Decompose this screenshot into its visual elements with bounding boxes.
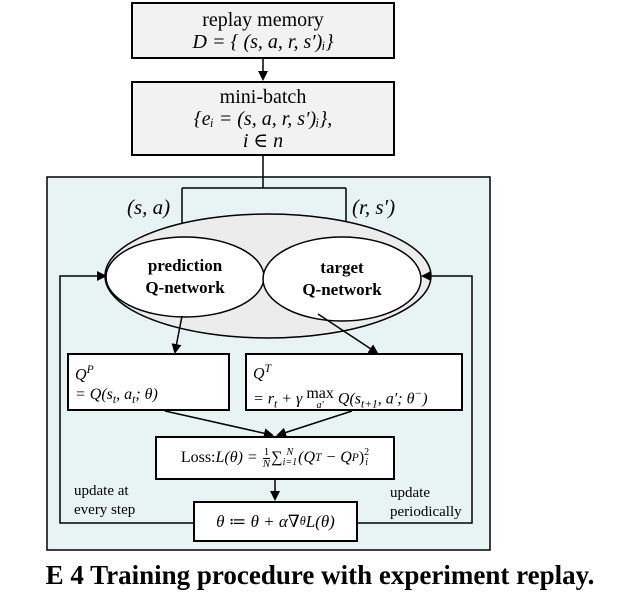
figure-caption: E 4 Training procedure with experiment r… (45, 559, 595, 590)
mini-batch-box: mini-batch {eᵢ = (s, a, r, s′)ᵢ}, i ∈ n (131, 81, 395, 156)
qp-symbol: Q (75, 366, 87, 384)
loss-minus: − Q (321, 449, 352, 466)
qt-max-sub: a′ (316, 399, 324, 411)
qp-eq-mid: , a (116, 386, 133, 404)
arrow-prediction-to-qp (171, 315, 183, 354)
qt-tail-start: Q(s (333, 390, 361, 408)
qt-sub-t: t (274, 398, 278, 411)
qp-equation: = Q(st, at; θ) (75, 385, 228, 410)
loss-close-limits: 2 i (364, 448, 369, 468)
feedback-loop-every-step (59, 271, 193, 524)
qt-symbol: Q (253, 365, 265, 383)
loss-body: (Q (298, 449, 316, 466)
arrow-qp-to-loss (164, 410, 274, 439)
qt-plus-gamma: + γ (277, 390, 307, 408)
qp-box: QP = Q(st, at; θ) (67, 353, 230, 411)
loss-close: ) (358, 449, 365, 466)
prediction-network-label: prediction Q-network (110, 254, 260, 300)
update-tail: L(θ) (305, 511, 335, 531)
loss-sum: ∑ (271, 449, 283, 466)
loss-fraction: 1 N (262, 445, 271, 470)
qp-sub-1: t (112, 394, 117, 407)
prediction-network-line2: Q-network (145, 278, 225, 297)
loss-close-sup: 2 (364, 447, 370, 458)
loss-formula: L(θ) = (215, 449, 262, 466)
qt-tail-end: , a′; θ (377, 390, 415, 408)
qt-eq-start: = r (253, 390, 275, 408)
mini-batch-title: mini-batch (219, 85, 307, 108)
qp-eq-tail: ; θ) (135, 386, 158, 404)
qt-minus-sup: − (414, 388, 423, 401)
arrow-qt-to-loss (276, 410, 353, 438)
arrow-target-to-qt (317, 313, 379, 355)
loss-sum-sup: N (286, 447, 294, 458)
replay-memory-title: replay memory (202, 8, 324, 31)
target-network-label: target Q-network (267, 256, 417, 302)
input-label-state-action: (s, a) (127, 195, 171, 219)
qt-close: ) (422, 390, 428, 408)
update-formula: θ ≔ θ + α∇ (216, 511, 300, 531)
update-periodically-line2: periodically (390, 504, 462, 520)
update-periodically-label: update periodically (390, 484, 462, 522)
loss-sum-sub: i=1 (282, 457, 298, 468)
mini-batch-index: i ∈ n (242, 129, 284, 152)
target-network-line2: Q-network (302, 280, 382, 299)
loss-sum-limits: N i=1 (283, 448, 298, 468)
qp-eq-start: = Q(s (75, 386, 113, 404)
loss-close-sub: i (365, 457, 369, 468)
loss-sup-p: P (351, 452, 359, 464)
feedback-loop-periodically (358, 271, 473, 524)
mini-batch-formula: {eᵢ = (s, a, r, s′)ᵢ}, (193, 107, 333, 130)
prediction-network-line1: prediction (147, 256, 223, 275)
qp-superscript: P (86, 364, 94, 376)
input-label-reward-next-state: (r, s′) (352, 195, 396, 219)
qt-symbol-line: QT (253, 359, 461, 384)
loss-label: Loss: (180, 449, 216, 466)
qp-sub-2: t (132, 394, 136, 407)
qp-symbol-line: QP (75, 360, 228, 385)
loss-frac-num: 1 (262, 445, 271, 459)
target-network-line1: target (320, 258, 364, 277)
loss-sup-t: T (315, 452, 322, 464)
update-every-step-label: update at every step (74, 482, 135, 520)
qt-max: max (306, 384, 334, 402)
update-periodically-line1: update (390, 485, 430, 501)
qt-sub-t1: t+1 (361, 398, 378, 411)
update-sub: θ (299, 514, 306, 528)
qt-superscript: T (264, 363, 271, 375)
update-every-step-line1: update at (74, 483, 129, 499)
loss-frac-den: N (262, 457, 271, 470)
update-every-step-line2: every step (74, 502, 136, 518)
replay-memory-box: replay memory D = { (s, a, r, s′)ᵢ} (131, 2, 395, 59)
replay-memory-formula: D = { (s, a, r, s′)ᵢ} (192, 30, 334, 53)
